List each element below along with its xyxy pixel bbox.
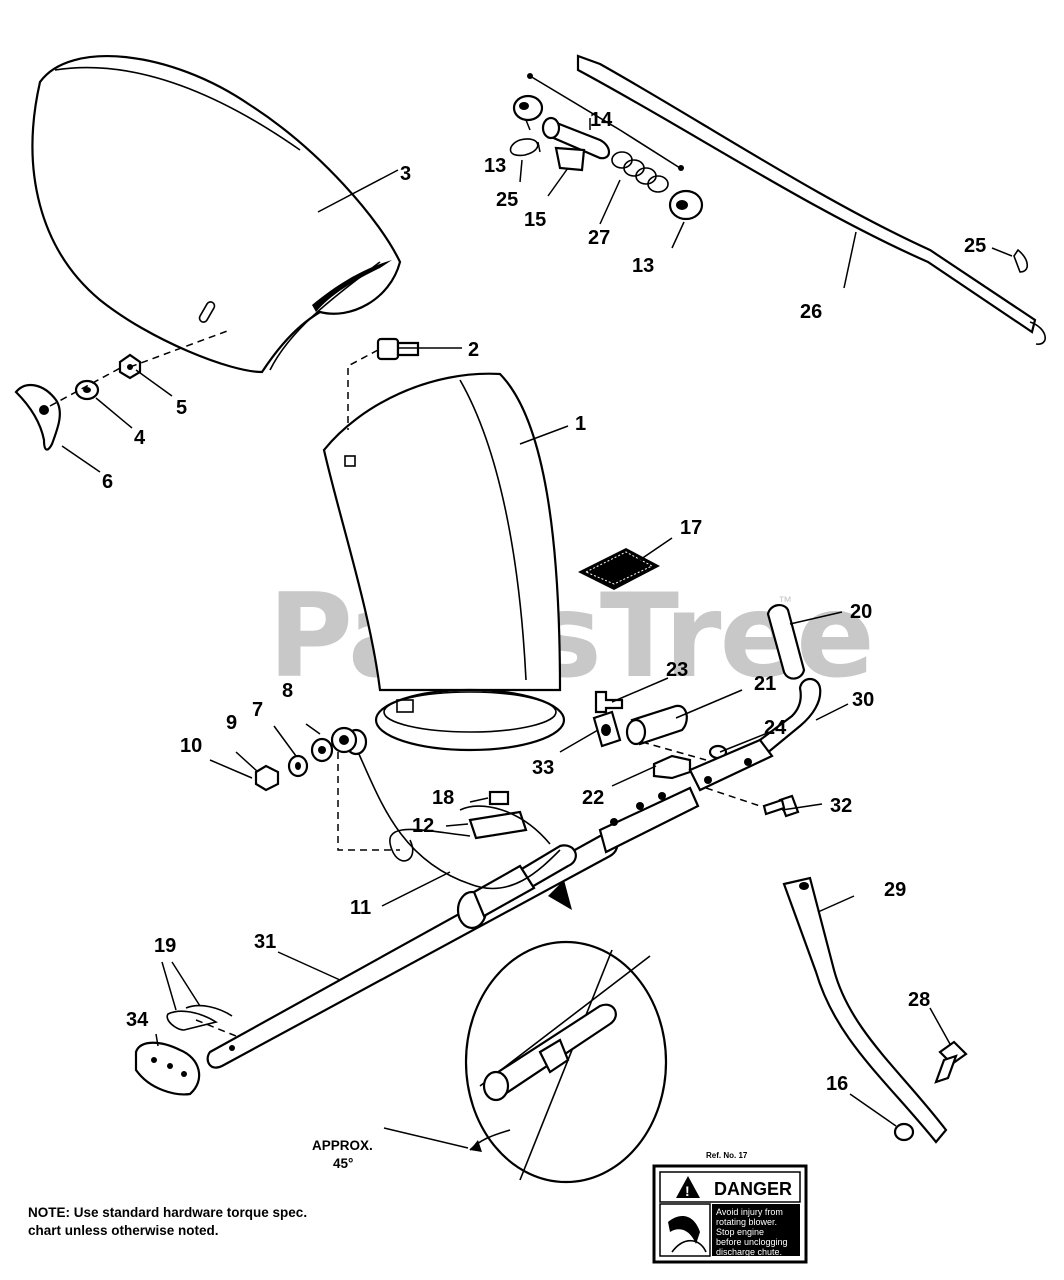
callout-13a: 13: [484, 155, 506, 177]
control-rod-assembly: [509, 54, 1046, 345]
callout-29: 29: [884, 879, 906, 901]
dash-line-4: [337, 752, 400, 851]
callout-12: 12: [412, 815, 434, 837]
dash-line-3: [347, 349, 379, 430]
callout-21: 21: [754, 673, 776, 695]
callout-31: 31: [254, 931, 276, 953]
discharge-chute: [322, 372, 566, 752]
support-bracket: [782, 876, 968, 1144]
callout-18: 18: [432, 787, 454, 809]
spring: [611, 151, 669, 193]
callout-25a: 25: [496, 189, 518, 211]
callout-1: 1: [575, 413, 586, 435]
callout-30: 30: [852, 689, 874, 711]
callout-2: 2: [468, 339, 479, 361]
cable-clamp: [459, 790, 551, 845]
dash-line-6: [705, 787, 761, 807]
ref-label: Ref. No. 17: [706, 1151, 748, 1160]
callout-4: 4: [134, 427, 146, 449]
linkage-hardware: [592, 677, 822, 818]
decal-line-5: discharge chute.: [716, 1247, 782, 1257]
handle-grip: [766, 604, 806, 680]
danger-decal: Ref. No. 17 ! DANGER Avoid injury from r…: [652, 1151, 808, 1264]
callout-5: 5: [176, 397, 187, 419]
callout-13b: 13: [632, 255, 654, 277]
callout-6: 6: [102, 471, 113, 493]
handle-assembly: [14, 353, 142, 451]
warning-triangle-icon: [676, 1176, 700, 1198]
control-shaft: [206, 786, 700, 1069]
decal-line-2: rotating blower.: [716, 1217, 777, 1227]
callout-7: 7: [252, 699, 263, 721]
callout-25b: 25: [964, 235, 986, 257]
callout-24: 24: [764, 717, 787, 739]
callout-20: 20: [850, 601, 872, 623]
svg-text:!: !: [685, 1183, 690, 1199]
decal-line-1: Avoid injury from: [716, 1207, 783, 1217]
torque-note: NOTE: Use standard hardware torque spec.…: [28, 1205, 308, 1238]
callout-15: 15: [524, 209, 546, 231]
callout-32: 32: [830, 795, 852, 817]
hairpin-and-bracket: [134, 1004, 233, 1096]
callout-3: 3: [400, 163, 411, 185]
callout-22: 22: [582, 787, 604, 809]
angle-label: 45°: [333, 1156, 353, 1171]
detail-inset: [464, 880, 668, 1184]
decal-title: DANGER: [714, 1179, 792, 1199]
callout-9: 9: [226, 712, 237, 734]
hand-hazard-icon: [668, 1216, 700, 1244]
callout-27: 27: [588, 227, 610, 249]
callout-8: 8: [282, 680, 293, 702]
callout-11: 11: [350, 897, 371, 919]
callout-23: 23: [666, 659, 688, 681]
callout-17: 17: [680, 517, 702, 539]
callout-10: 10: [180, 735, 202, 757]
carriage-bolt: [376, 337, 420, 361]
callout-28: 28: [908, 989, 930, 1011]
approx-label: APPROX.: [312, 1138, 373, 1153]
decal-line-4: before unclogging: [716, 1237, 788, 1247]
callout-33: 33: [532, 757, 554, 779]
callout-16: 16: [826, 1073, 848, 1095]
dash-line-1: [129, 329, 231, 368]
decal-line-3: Stop engine: [716, 1227, 764, 1237]
callout-19: 19: [154, 935, 176, 957]
callout-34: 34: [126, 1009, 149, 1031]
dash-line-2: [49, 365, 125, 407]
leader-lines: [61, 118, 1013, 1149]
callout-26: 26: [800, 301, 822, 323]
deflector-hood: [31, 55, 402, 374]
danger-decal-patch: [578, 548, 660, 590]
callout-14: 14: [590, 109, 613, 131]
washers-and-nuts: [254, 726, 358, 792]
